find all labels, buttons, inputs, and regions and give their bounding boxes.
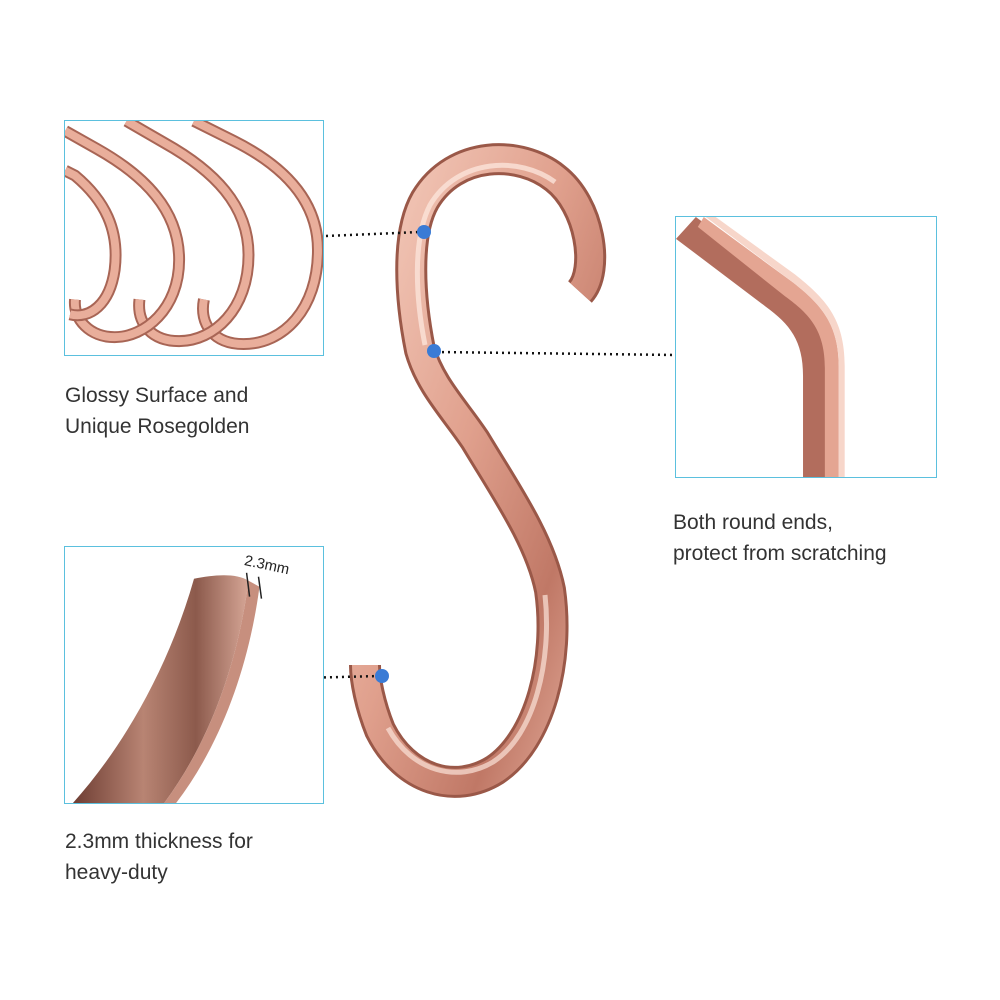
bend-closeup bbox=[676, 217, 845, 477]
caption-line: Glossy Surface and bbox=[65, 384, 249, 407]
detail-box-thickness-closeup: 2.3mm bbox=[64, 546, 324, 804]
thickness-label: 2.3mm bbox=[243, 553, 291, 578]
caption-round-ends: Both round ends, protect from scratching bbox=[673, 507, 887, 569]
detail-box-multiple-hooks bbox=[64, 120, 324, 356]
s-hook-highlight-lower bbox=[385, 594, 550, 775]
leader-dot-round-ends bbox=[427, 344, 441, 358]
s-hook-highlight bbox=[414, 162, 557, 346]
caption-line: protect from scratching bbox=[673, 542, 887, 565]
multiple-hooks-closeup bbox=[65, 121, 323, 351]
caption-glossy-surface: Glossy Surface and Unique Rosegolden bbox=[65, 380, 249, 442]
s-hook-face bbox=[352, 146, 604, 795]
leader-dot-glossy bbox=[417, 225, 431, 239]
leader-line-glossy bbox=[325, 230, 421, 238]
thickness-closeup: 2.3mm bbox=[72, 553, 291, 803]
caption-line: Unique Rosegolden bbox=[65, 415, 250, 438]
leader-line-round-ends bbox=[435, 350, 676, 357]
caption-line: Both round ends, bbox=[673, 511, 833, 534]
caption-thickness: 2.3mm thickness for heavy-duty bbox=[65, 826, 253, 888]
detail-box-bend-closeup bbox=[675, 216, 937, 478]
caption-line: 2.3mm thickness for bbox=[65, 830, 253, 853]
caption-line: heavy-duty bbox=[65, 861, 168, 884]
leader-dot-thickness bbox=[375, 669, 389, 683]
